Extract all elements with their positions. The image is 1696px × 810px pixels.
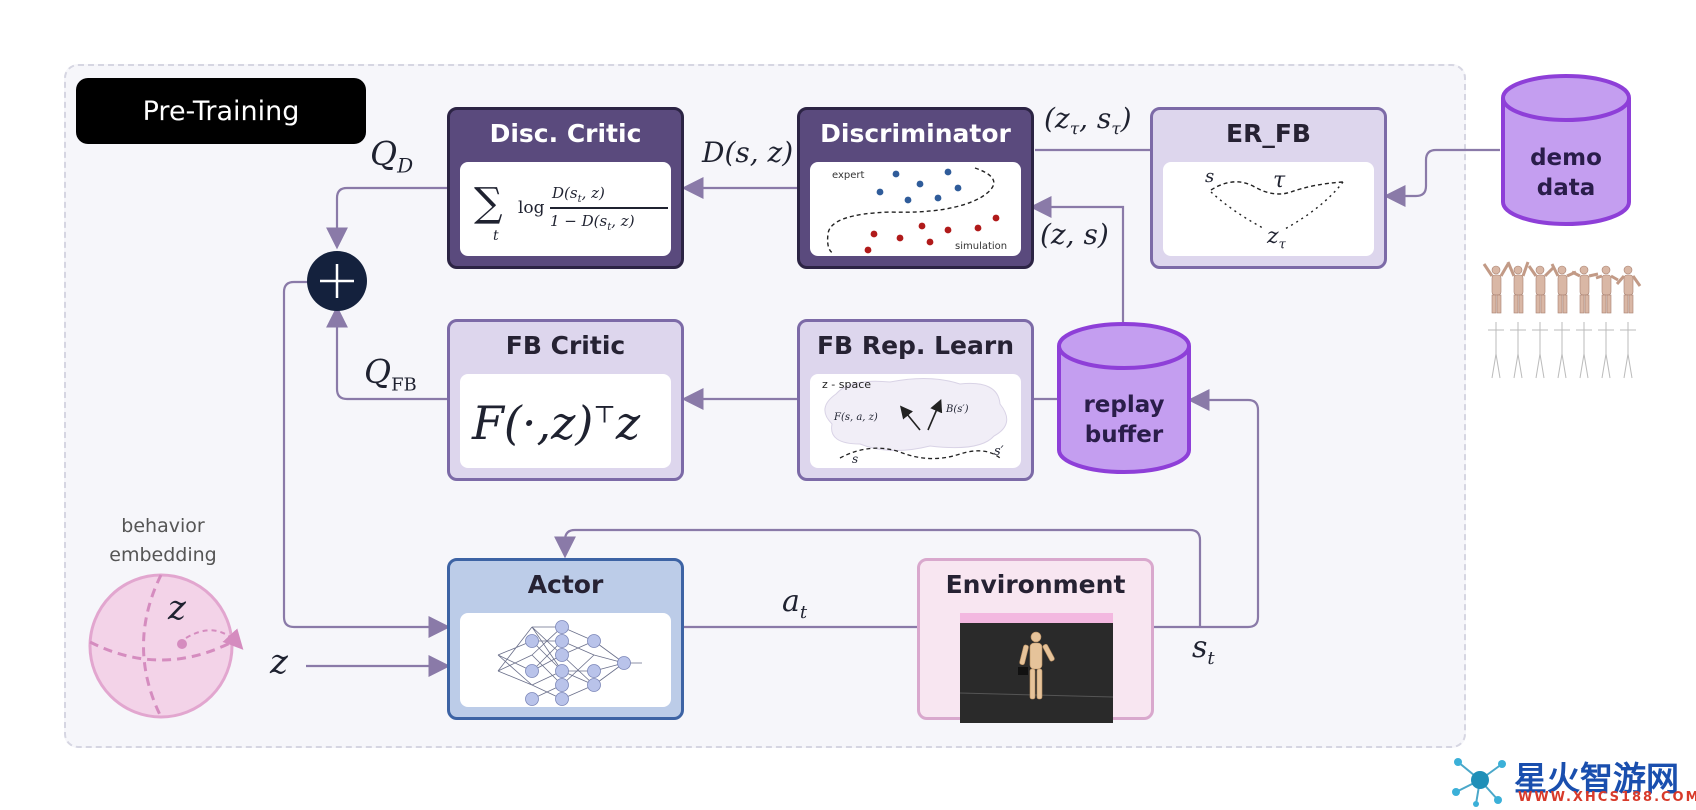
- sum-node: [307, 251, 367, 311]
- environment-title: Environment: [945, 569, 1126, 599]
- arrow-replay-to-disc: [1029, 196, 1125, 322]
- fb-rep-learn-title: FB Rep. Learn: [816, 330, 1015, 360]
- discriminator-title: Discriminator: [820, 118, 1011, 148]
- disc-critic-block: Disc. Critic ∑ t log D(st, z) 1 − D(st, …: [447, 107, 684, 269]
- fb-critic-formula: F(·,z)⊤z: [460, 374, 671, 468]
- arrow-st-to-actor: [554, 528, 1202, 627]
- arrow-sum-to-actor: [282, 280, 451, 638]
- demo-motion-thumbnails: [1482, 261, 1642, 379]
- discriminator-block: Discriminator expert simulation: [797, 107, 1034, 269]
- zs-label: (z, s): [1040, 218, 1109, 251]
- arrow-demo-to-er: [1383, 148, 1500, 207]
- demo-data-cylinder: [1501, 74, 1631, 226]
- arrow-qfb: [326, 305, 447, 401]
- ztau-stau-label: (zτ, sτ): [1044, 102, 1132, 140]
- arrow-qd: [326, 186, 447, 250]
- er-fb-title: ER_FB: [1226, 118, 1311, 148]
- sphere-z-label: z: [168, 588, 186, 628]
- watermark-logo-icon: [1452, 758, 1506, 807]
- watermark-url: WWW.XHCS188.COM: [1518, 790, 1696, 805]
- watermark-title: 星火智游网: [1514, 759, 1679, 798]
- expert-label: expert: [832, 170, 865, 181]
- st-label: st: [1192, 630, 1215, 669]
- z-input-label: z: [270, 642, 288, 682]
- arrow-st-to-replay: [1154, 389, 1260, 629]
- fb-rep-illustration: z - space F(s, a, z) B(s′) s s′: [810, 374, 1021, 468]
- behavior-sphere: [88, 573, 244, 719]
- replay-buffer-cylinder: [1057, 322, 1191, 474]
- environment-block: Environment: [917, 558, 1154, 723]
- at-label: at: [782, 584, 808, 623]
- fb-rep-learn-block: FB Rep. Learn z - space F(s, a, z) B(s′)…: [797, 319, 1034, 481]
- environment-render: [959, 613, 1114, 723]
- fb-critic-block: FB Critic F(·,z)⊤z: [447, 319, 684, 481]
- actor-block: Actor: [447, 558, 684, 720]
- zspace-label: z - space: [822, 378, 872, 391]
- qfb-label: QFB: [364, 352, 417, 396]
- qd-label: QD: [370, 134, 414, 178]
- simulation-label: simulation: [955, 241, 1008, 252]
- fb-critic-title: FB Critic: [505, 330, 626, 360]
- dsz-label: D(s, z): [702, 136, 794, 169]
- pretraining-badge: Pre-Training: [76, 78, 366, 144]
- er-fb-block: ER_FB s τ zτ: [1150, 107, 1387, 269]
- actor-title: Actor: [527, 569, 604, 599]
- disc-critic-formula: ∑ t log D(st, z) 1 − D(st, z): [460, 162, 671, 256]
- er-fb-trajectory: s τ zτ: [1163, 162, 1374, 256]
- discriminator-plot: expert simulation: [810, 162, 1021, 256]
- disc-critic-title: Disc. Critic: [489, 118, 642, 148]
- neural-net-icon: [460, 613, 671, 707]
